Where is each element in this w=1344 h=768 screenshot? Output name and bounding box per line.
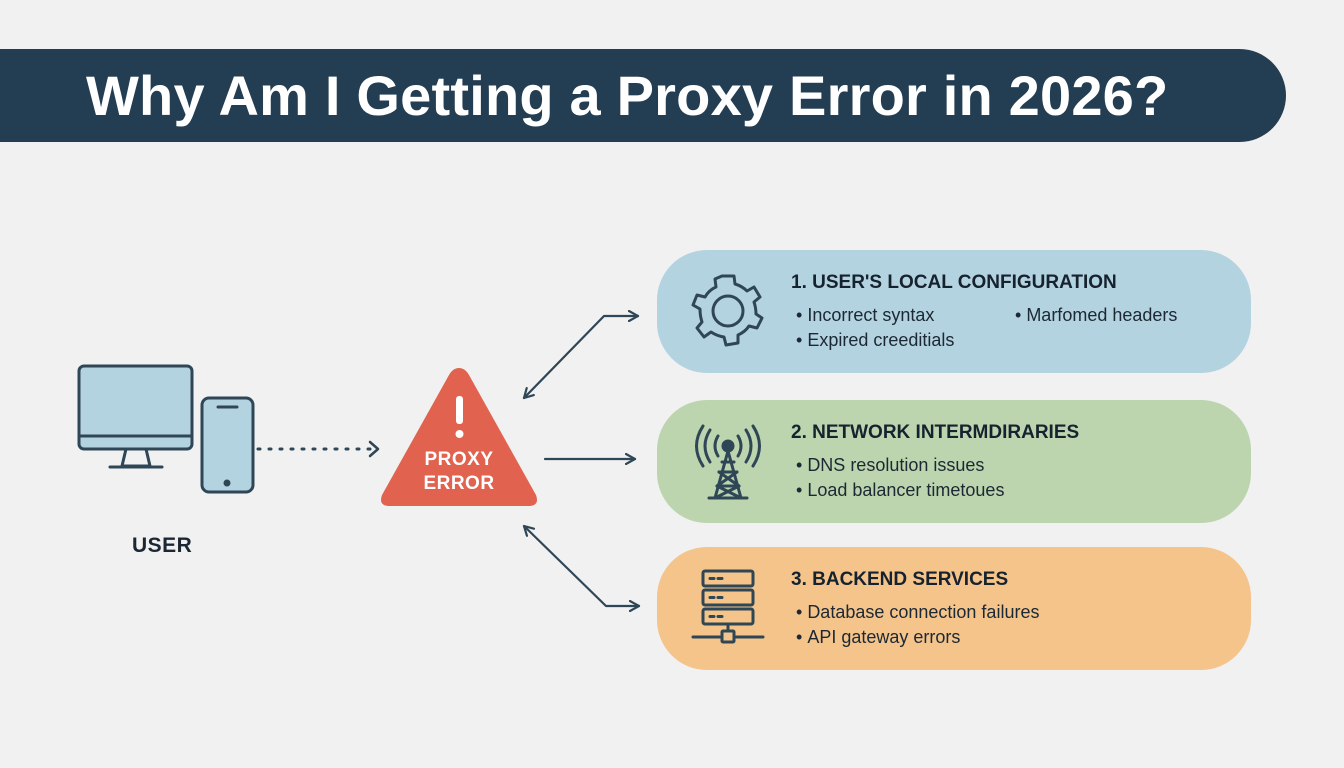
arrow-to-local-config <box>522 316 640 400</box>
server-icon <box>691 569 765 644</box>
gear-icon <box>691 274 764 347</box>
arrow-to-backend <box>522 524 641 606</box>
connector-arrows <box>522 316 641 606</box>
smartphone-icon <box>200 396 255 494</box>
card-local-configuration: 1. USER'S LOCAL CONFIGURATION Incorrect … <box>657 250 1251 373</box>
bullet-item: Load balancer timetoues <box>796 480 1004 501</box>
dotted-connector-arrowhead <box>368 440 380 458</box>
bullet-item: Marfomed headers <box>1015 305 1177 326</box>
desktop-monitor-icon <box>77 364 194 469</box>
bullet-item: Expired creeditials <box>796 330 954 351</box>
page-title: Why Am I Getting a Proxy Error in 2026? <box>86 64 1169 127</box>
proxy-error-line2: ERROR <box>423 473 495 494</box>
card-backend-services: 3. BACKEND SERVICES Database connection … <box>657 547 1251 670</box>
card-title: 3. BACKEND SERVICES <box>791 569 1009 590</box>
card-title: 1. USER'S LOCAL CONFIGURATION <box>791 272 1117 293</box>
radio-tower-icon <box>695 424 761 500</box>
warning-triangle-icon <box>381 368 537 506</box>
bullet-item: API gateway errors <box>796 627 960 648</box>
bullet-item: Incorrect syntax <box>796 305 934 326</box>
title-banner: Why Am I Getting a Proxy Error in 2026? <box>0 49 1286 142</box>
bullet-item: DNS resolution issues <box>796 455 984 476</box>
bullet-item: Database connection failures <box>796 602 1039 623</box>
proxy-error-line1: PROXY <box>424 449 494 470</box>
user-label: USER <box>132 534 193 557</box>
card-title: 2. NETWORK INTERMDIRARIES <box>791 422 1080 443</box>
card-network-intermediaries: 2. NETWORK INTERMDIRARIES DNS resolution… <box>657 400 1251 523</box>
